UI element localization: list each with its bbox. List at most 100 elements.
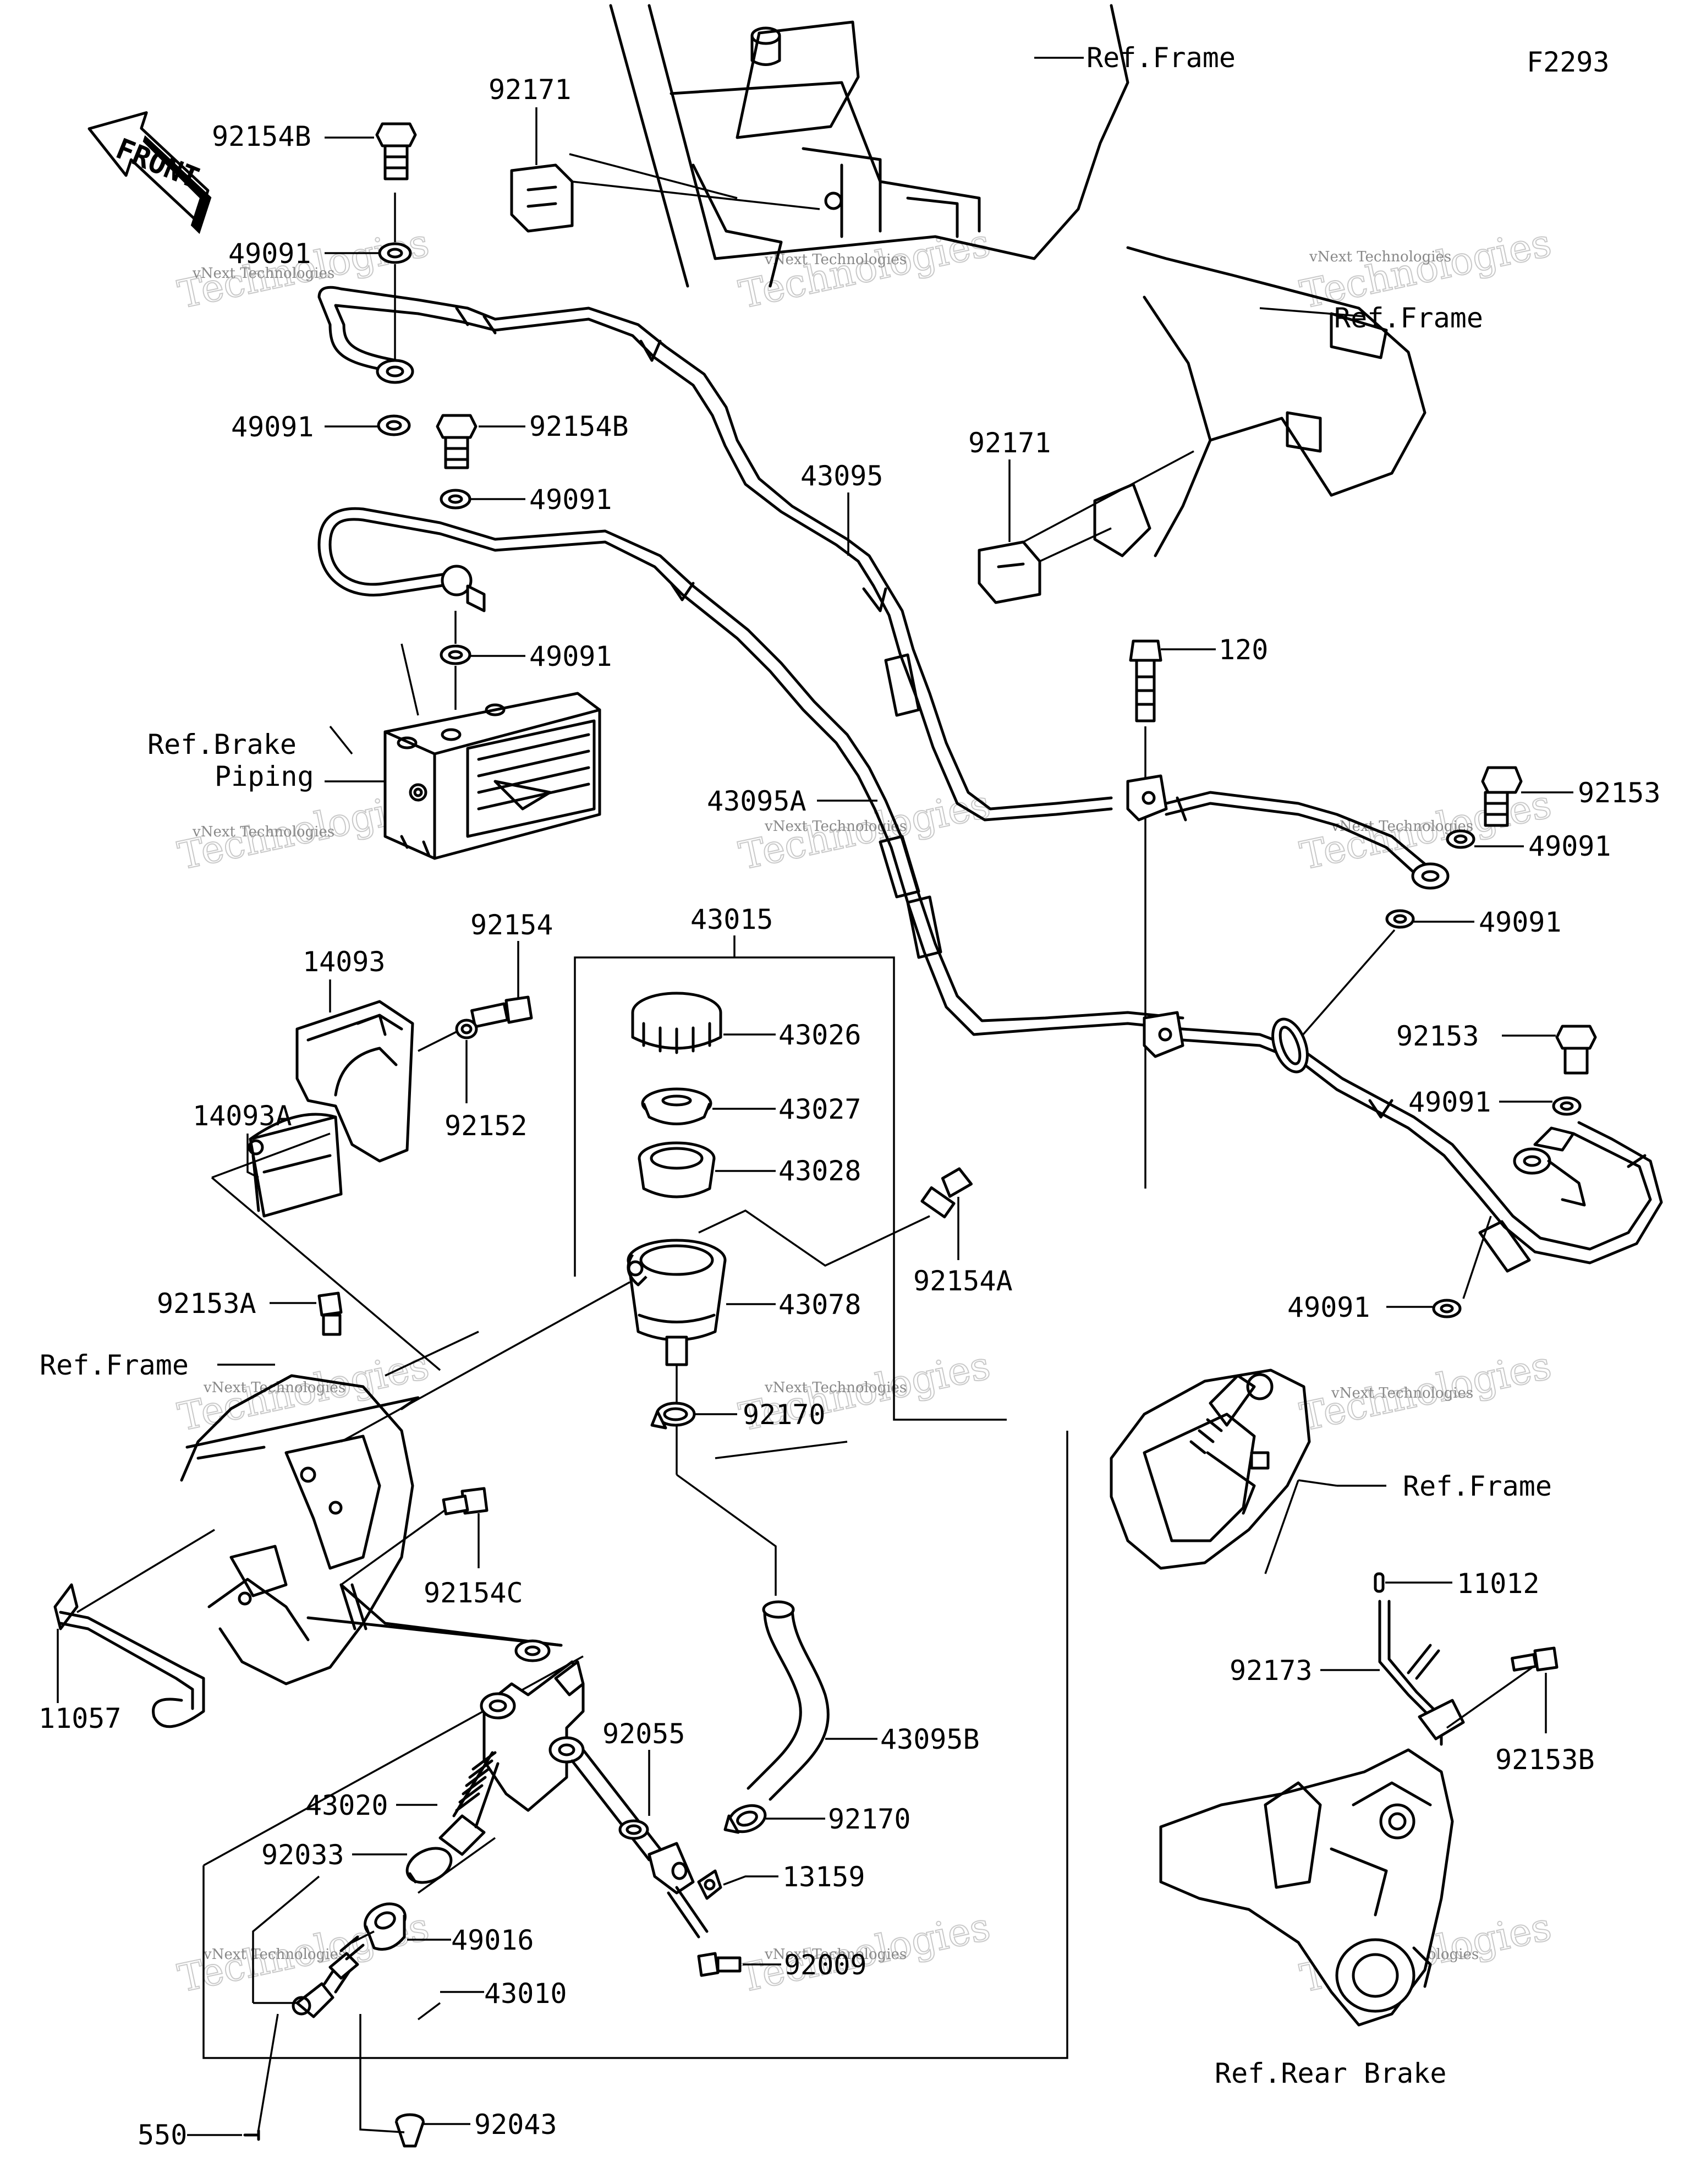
callout-92154b-b: 92154B — [529, 410, 629, 442]
bolt-120 — [1129, 639, 1162, 722]
callout-550: 550 — [138, 2119, 187, 2151]
pin-11012 — [1374, 1572, 1385, 1593]
grommet-92171-top — [510, 163, 574, 233]
callout-43095b: 43095B — [880, 1723, 980, 1755]
hose-clamp-b — [1143, 1011, 1184, 1058]
callout-92152: 92152 — [445, 1110, 528, 1142]
watermark-small: vNext Technologies — [1309, 249, 1451, 265]
cotter-pin-550 — [243, 2129, 260, 2141]
spring-11057 — [53, 1583, 205, 1728]
grommet-92171-right — [978, 540, 1041, 604]
callout-49016: 49016 — [451, 1924, 534, 1956]
reservoir-tank-43078 — [627, 1239, 727, 1366]
rear-brake-caliper — [1159, 1748, 1454, 2027]
callout-43078: 43078 — [778, 1289, 862, 1321]
washer-92152 — [455, 1019, 478, 1039]
callout-43095: 43095 — [800, 460, 884, 492]
callout-ref-frame-top: Ref.Frame — [1087, 42, 1236, 74]
callout-ref-frame-bottom-right: Ref.Frame — [1403, 1470, 1552, 1502]
callout-92033: 92033 — [261, 1839, 344, 1871]
bolt-92154a — [920, 1167, 973, 1219]
diaphragm-plate-43027 — [641, 1087, 712, 1125]
reservoir-cap-43026 — [631, 992, 722, 1054]
cover-14093 — [295, 1000, 414, 1163]
callout-92153b: 92153B — [1495, 1744, 1595, 1776]
callout-92154: 92154 — [470, 909, 553, 941]
callout-49091-f: 49091 — [1479, 906, 1562, 938]
callout-92153a: 92153A — [157, 1288, 256, 1320]
washer-49091-f — [1385, 909, 1415, 929]
bolt-92154c — [442, 1487, 489, 1515]
callout-ref-brake-piping-1: Ref.Brake — [147, 729, 297, 760]
hose-clamp-a — [1126, 774, 1168, 822]
callout-43027: 43027 — [778, 1093, 862, 1125]
banjo-fitting — [376, 359, 414, 384]
callout-49091-h: 49091 — [1287, 1291, 1370, 1323]
banjo-fitting-rear — [1411, 862, 1450, 890]
callout-14093a: 14093A — [193, 1100, 292, 1132]
banjo-bolt-92153-a — [1481, 766, 1523, 827]
callout-49091-b: 49091 — [231, 411, 314, 443]
callout-92173: 92173 — [1230, 1655, 1313, 1687]
callout-92154a: 92154A — [913, 1265, 1013, 1297]
watermark-small: vNext Technologies — [192, 824, 334, 840]
cover-14093a — [248, 1113, 343, 1218]
o-ring-92055 — [618, 1819, 649, 1840]
callout-ref-frame-right: Ref.Frame — [1334, 302, 1483, 334]
callout-92154c: 92154C — [424, 1577, 523, 1609]
callout-92171-right: 92171 — [968, 427, 1051, 459]
callout-92009: 92009 — [784, 1949, 867, 1981]
pin-92043 — [394, 2113, 425, 2148]
washer-49091-a — [378, 242, 412, 264]
banjo-bolt-92154b-b — [436, 414, 478, 469]
watermark-small: vNext Technologies — [764, 1380, 907, 1396]
diaphragm-43028 — [638, 1141, 716, 1198]
frame-left — [180, 1374, 563, 1685]
watermark-small: vNext Technologies — [203, 1380, 345, 1396]
callout-11057: 11057 — [39, 1703, 122, 1734]
callout-92055: 92055 — [602, 1718, 685, 1750]
clamp-92170-b — [723, 1804, 767, 1834]
hose-43095b — [747, 1600, 830, 1801]
washer-49091-e — [1446, 829, 1475, 849]
callout-120: 120 — [1219, 634, 1268, 666]
piston-spring-43020 — [438, 1751, 500, 1856]
banjo-fitting-rear-2 — [1513, 1147, 1551, 1175]
watermark-small: vNext Technologies — [764, 251, 907, 268]
callout-43095a: 43095A — [707, 785, 806, 817]
push-rod — [292, 1935, 365, 2018]
callout-92170-b: 92170 — [828, 1803, 911, 1835]
master-cylinder-43010 — [480, 1639, 709, 1939]
screw-92009 — [697, 1952, 742, 1977]
watermark-small: vNext Technologies — [1331, 1385, 1473, 1402]
callout-92043: 92043 — [474, 2109, 557, 2141]
callout-92153-b: 92153 — [1396, 1020, 1479, 1052]
callout-43020: 43020 — [305, 1789, 388, 1821]
clamp-92170-a — [650, 1402, 696, 1430]
washer-49091-h — [1432, 1299, 1462, 1318]
tee-fitting — [441, 565, 486, 612]
callout-49091-e: 49091 — [1528, 830, 1611, 862]
callout-ref-brake-piping-2: Piping — [215, 760, 314, 792]
banjo-bolt-92154b-a — [375, 122, 417, 180]
callout-ref-frame-left: Ref.Frame — [40, 1349, 189, 1381]
abs-unit — [383, 692, 601, 860]
fitting-13159 — [697, 1869, 722, 1900]
watermark-small: vNext Technologies — [192, 265, 334, 282]
front-arrow-icon: FRONT — [87, 111, 212, 234]
bolt-92153b — [1511, 1646, 1559, 1672]
callout-ref-rear-brake-label: Ref.Rear Brake — [1215, 2057, 1446, 2089]
washer-49091-b — [377, 414, 411, 436]
callout-11012: 11012 — [1457, 1568, 1540, 1600]
callout-92171-top: 92171 — [489, 74, 572, 106]
circlip-92033 — [405, 1847, 453, 1884]
callout-92153-a: 92153 — [1578, 777, 1661, 809]
callout-13159: 13159 — [782, 1861, 865, 1893]
bolt-92154 — [470, 995, 533, 1028]
frame-top — [609, 4, 1129, 288]
washer-49091-d — [440, 644, 471, 665]
grommet-hose — [1271, 1017, 1309, 1074]
callout-43028: 43028 — [778, 1155, 862, 1187]
watermark-small: vNext Technologies — [203, 1946, 345, 1963]
